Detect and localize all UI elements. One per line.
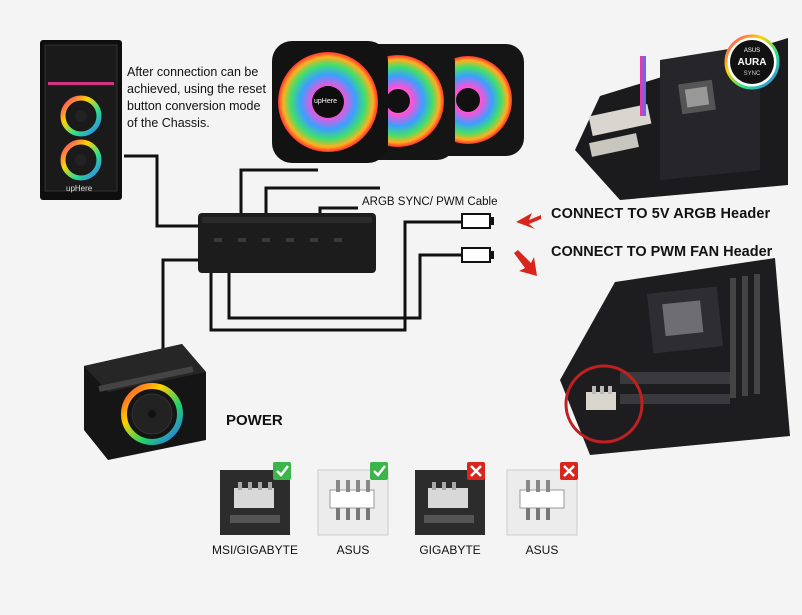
- case-note-line: of the Chassis.: [127, 116, 210, 130]
- aura-sync-badge: ASUS AURA SYNC: [724, 34, 780, 90]
- header-thumb: [506, 469, 578, 536]
- check-icon: [273, 462, 291, 480]
- fan-hub-icon: [198, 213, 376, 273]
- header-thumb: [415, 470, 485, 535]
- case-note-line: After connection can be: [127, 65, 259, 79]
- header-thumb: [317, 469, 389, 536]
- psu-icon: [84, 344, 206, 460]
- check-icon: [370, 462, 388, 480]
- argb-connection-label: CONNECT TO 5V ARGB Header: [551, 206, 771, 222]
- arrow-icon: [516, 213, 541, 229]
- cable-lines: [124, 154, 462, 365]
- case-note-line: achieved, using the reset: [127, 82, 266, 96]
- aura-text: AURA: [738, 57, 767, 68]
- rgb-fan-icon: [272, 41, 388, 163]
- svg-text:ASUS: ASUS: [744, 48, 760, 54]
- cross-icon: [560, 462, 578, 480]
- header-label-msi-gigabyte: MSI/GIGABYTE: [211, 543, 298, 557]
- fan-brand: upHere: [314, 98, 337, 105]
- cable-label: ARGB SYNC/ PWM Cable: [362, 196, 498, 208]
- pwm-connection-label: CONNECT TO PWM FAN Header: [551, 244, 773, 260]
- cross-icon: [467, 462, 485, 480]
- case-note-line: button conversion mode: [127, 99, 261, 113]
- connector-icon: [461, 247, 494, 263]
- connector-icon: [461, 213, 494, 229]
- motherboard-icon: [560, 258, 790, 455]
- arrow-icon: [514, 250, 537, 276]
- pc-case-icon: [40, 40, 122, 200]
- power-label: POWER: [226, 412, 283, 429]
- header-label-asus: ASUS: [336, 543, 370, 557]
- case-brand: upHere: [66, 184, 93, 193]
- sync-text: SYNC: [744, 71, 761, 77]
- header-label-asus-alt: ASUS: [525, 543, 559, 557]
- header-label-gigabyte: GIGABYTE: [419, 543, 481, 557]
- case-note: After connection can be achieved, using …: [127, 64, 266, 132]
- header-thumb: [220, 470, 290, 535]
